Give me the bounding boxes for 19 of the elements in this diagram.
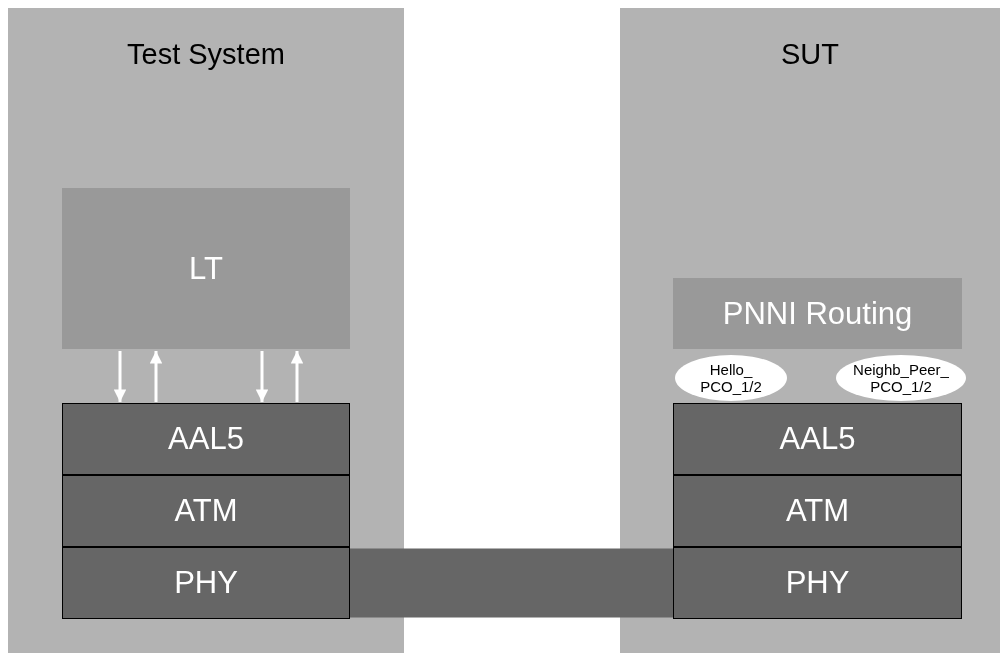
- system-panel: [8, 8, 404, 653]
- arrow: [113, 351, 127, 402]
- system-panel: [620, 8, 1000, 653]
- layer-box: ATM: [673, 475, 962, 547]
- link-bar: [350, 548, 673, 618]
- protocol-box: PNNI Routing: [673, 278, 962, 349]
- pco-ellipse: Hello_ PCO_1/2: [675, 355, 787, 401]
- layer-box: PHY: [62, 547, 350, 619]
- pco-ellipse: Neighb_Peer_ PCO_1/2: [836, 355, 966, 401]
- arrow: [255, 351, 269, 402]
- layer-box: AAL5: [62, 403, 350, 475]
- panel-title: Test System: [126, 38, 286, 71]
- layer-box: PHY: [673, 547, 962, 619]
- layer-box: ATM: [62, 475, 350, 547]
- panel-title: SUT: [780, 38, 840, 71]
- arrow: [290, 351, 304, 402]
- protocol-box: LT: [62, 188, 350, 349]
- arrow: [149, 351, 163, 402]
- layer-box: AAL5: [673, 403, 962, 475]
